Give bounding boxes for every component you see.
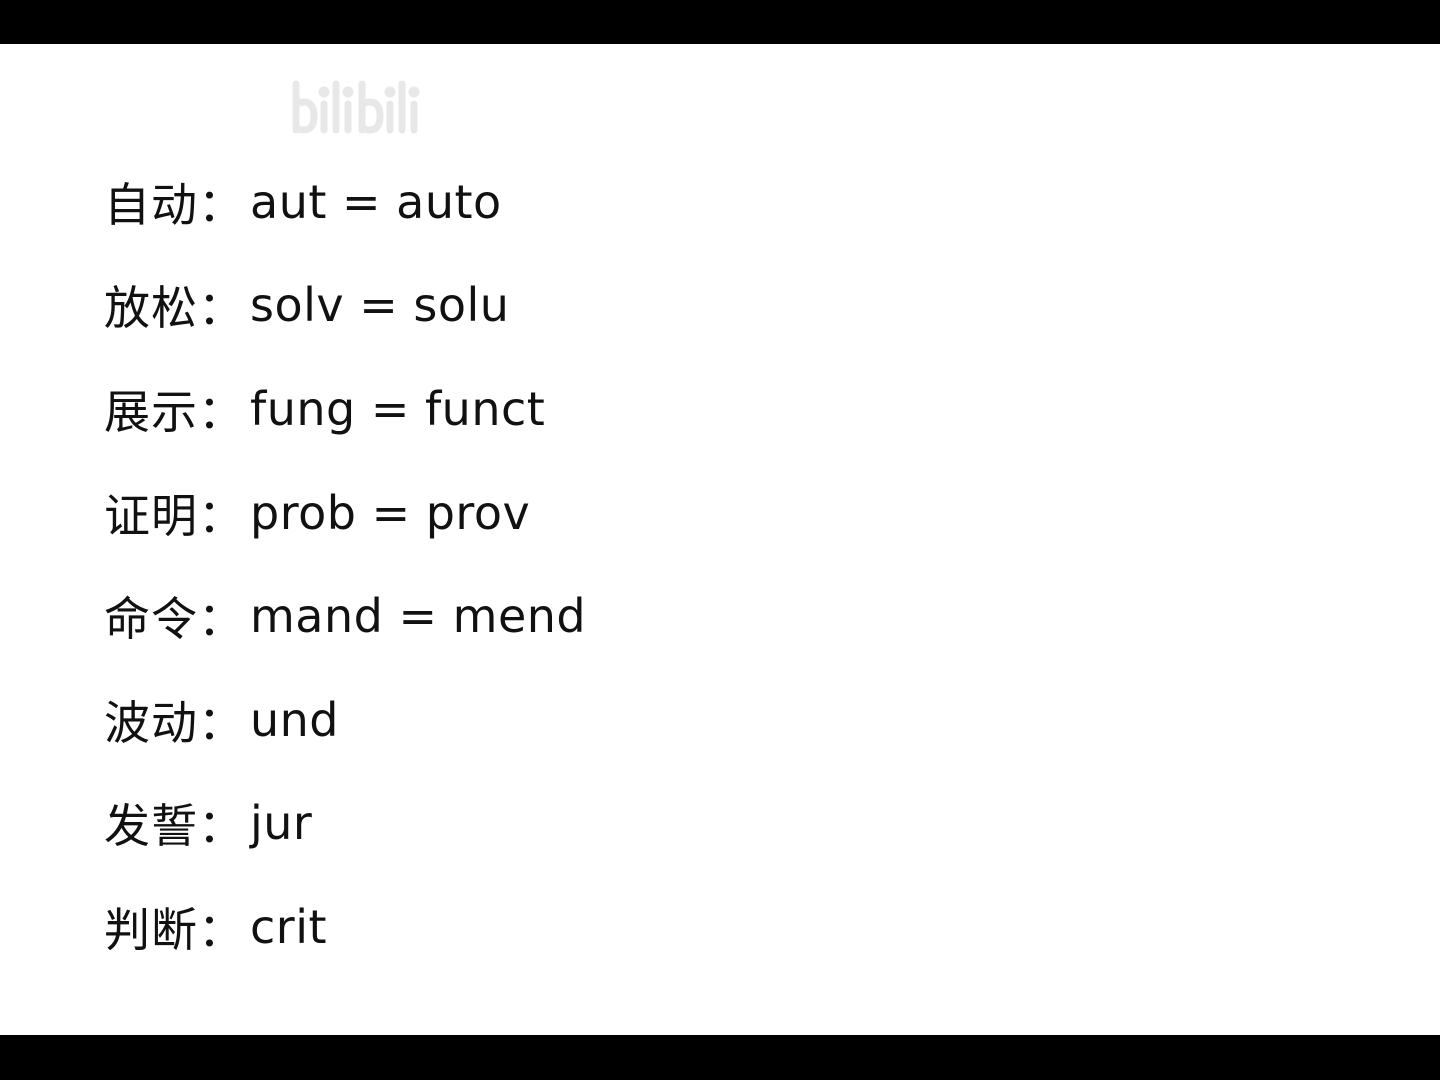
root-forms: mand = mend [250, 589, 587, 644]
list-item: 判断： crit [104, 875, 586, 979]
root-forms: crit [250, 899, 328, 954]
root-forms: solv = solu [250, 278, 510, 333]
bilibili-logo-icon [292, 80, 420, 134]
meaning-label: 判断： [104, 902, 245, 957]
bilibili-watermark-logo [288, 78, 430, 140]
root-forms: prob = prov [250, 485, 531, 540]
list-item: 发誓： jur [104, 772, 586, 876]
word-root-list: 自动： aut = auto 放松： solv = solu 展示： fung … [104, 150, 586, 979]
root-forms: und [250, 692, 340, 747]
root-forms: aut = auto [250, 174, 502, 229]
letterbox-top-bar [0, 0, 1440, 44]
list-item: 放松： solv = solu [104, 254, 586, 358]
meaning-label: 命令： [104, 592, 245, 647]
root-forms: jur [250, 796, 313, 851]
meaning-label: 展示： [104, 384, 245, 439]
list-item: 自动： aut = auto [104, 150, 586, 254]
list-item: 命令： mand = mend [104, 564, 586, 668]
list-item: 展示： fung = funct [104, 357, 586, 461]
meaning-label: 自动： [104, 177, 245, 232]
list-item: 波动： und [104, 668, 586, 772]
letterbox-bottom-bar [0, 1035, 1440, 1080]
root-forms: fung = funct [250, 381, 546, 436]
video-frame[interactable]: 自动： aut = auto 放松： solv = solu 展示： fung … [0, 44, 1440, 1035]
list-item: 证明： prob = prov [104, 461, 586, 565]
meaning-label: 证明： [104, 488, 245, 543]
meaning-label: 波动： [104, 695, 245, 750]
meaning-label: 放松： [104, 281, 245, 336]
meaning-label: 发誓： [104, 799, 245, 854]
